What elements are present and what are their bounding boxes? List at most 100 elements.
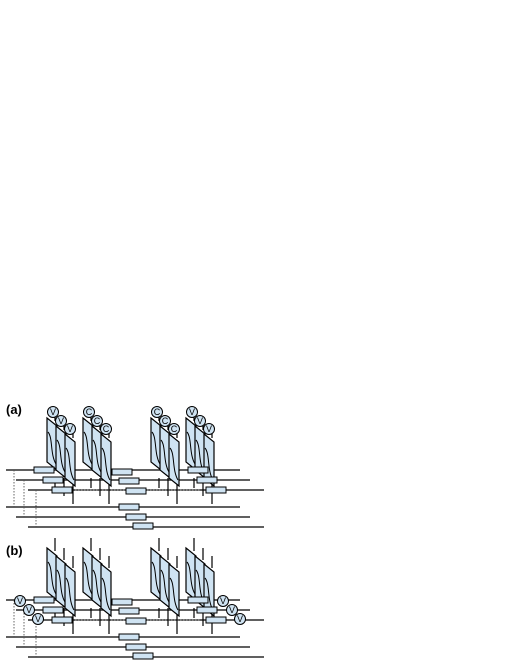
- module-curve: [47, 561, 57, 595]
- circle-outline: [226, 604, 238, 616]
- module-curve: [186, 431, 196, 465]
- coupler-box: [125, 617, 147, 625]
- circle-label: V: [50, 407, 56, 417]
- coupler-box: [118, 607, 140, 615]
- coupler-box: [205, 616, 227, 624]
- circle-label: V: [17, 596, 23, 606]
- coupler-box: [118, 477, 140, 485]
- circle-outline: [159, 415, 171, 427]
- measurement-circle: C: [83, 406, 95, 418]
- circle-outline: [55, 415, 67, 427]
- module-curve: [169, 577, 179, 611]
- module-curve: [101, 447, 111, 481]
- measurement-circle: C: [159, 415, 171, 427]
- circle-outline: [32, 613, 44, 625]
- circle-outline: [23, 604, 35, 616]
- module-curve: [83, 561, 93, 595]
- measurement-circle: V: [203, 423, 215, 435]
- circle-outline: [91, 415, 103, 427]
- circle-outline: [83, 406, 95, 418]
- circle-outline: [203, 423, 215, 435]
- measurement-circle: V: [217, 595, 229, 607]
- module-curve: [101, 577, 111, 611]
- circle-label: V: [237, 614, 243, 624]
- circle-label: V: [26, 605, 32, 615]
- module: [150, 538, 180, 634]
- module: [82, 408, 112, 504]
- coupler-box: [111, 468, 133, 476]
- circle-label: V: [197, 416, 203, 426]
- coupler-box: [33, 596, 55, 604]
- measurement-circle: V: [226, 604, 238, 616]
- circle-label: C: [162, 416, 169, 426]
- coupler-box: [205, 486, 227, 494]
- module-curve: [47, 431, 57, 465]
- measurement-circle: V: [55, 415, 67, 427]
- circle-outline: [100, 423, 112, 435]
- module-curve: [92, 569, 102, 603]
- circle-label: C: [86, 407, 93, 417]
- circle-label: V: [35, 614, 41, 624]
- coupler-box: [51, 616, 73, 624]
- module: [185, 538, 215, 634]
- circle-label: V: [67, 424, 73, 434]
- coupler-box: [33, 466, 55, 474]
- coupler-box: [132, 522, 154, 530]
- circle-label: V: [220, 596, 226, 606]
- module-panel: [168, 432, 180, 488]
- circle-label: V: [58, 416, 64, 426]
- coupler-box: [118, 503, 140, 511]
- circle-outline: [47, 406, 59, 418]
- coupler-box: [118, 633, 140, 641]
- coupler-box: [125, 643, 147, 651]
- module-panel: [168, 562, 180, 618]
- coupler-box: [187, 466, 209, 474]
- coupler-box: [111, 598, 133, 606]
- module-curve: [160, 439, 170, 473]
- measurement-circle: C: [151, 406, 163, 418]
- module-curve: [186, 561, 196, 595]
- module-panel: [100, 562, 112, 618]
- circle-outline: [14, 595, 26, 607]
- coupler-box: [187, 596, 209, 604]
- measurement-circle: C: [168, 423, 180, 435]
- panel-label: (a): [6, 402, 22, 417]
- circle-outline: [194, 415, 206, 427]
- module-curve: [92, 439, 102, 473]
- circle-outline: [168, 423, 180, 435]
- circle-outline: [234, 613, 246, 625]
- measurement-circle: C: [100, 423, 112, 435]
- module-curve: [56, 439, 66, 473]
- coupler-box: [42, 476, 64, 484]
- circle-label: V: [206, 424, 212, 434]
- measurement-circle: V: [32, 613, 44, 625]
- coupler-box: [196, 606, 218, 614]
- measurement-circle: V: [14, 595, 26, 607]
- measurement-circle: V: [194, 415, 206, 427]
- circle-label: C: [94, 416, 101, 426]
- circle-label: C: [171, 424, 178, 434]
- module-curve: [160, 569, 170, 603]
- coupler-box: [51, 486, 73, 494]
- module-curve: [56, 569, 66, 603]
- circle-label: C: [103, 424, 110, 434]
- circle-outline: [186, 406, 198, 418]
- coupler-box: [42, 606, 64, 614]
- circle-outline: [64, 423, 76, 435]
- module-panel: [64, 562, 76, 618]
- module-panel: [100, 432, 112, 488]
- measurement-circle: V: [23, 604, 35, 616]
- coupler-box: [196, 476, 218, 484]
- module-curve: [151, 561, 161, 595]
- module: [82, 538, 112, 634]
- module-curve: [83, 431, 93, 465]
- coupler-box: [125, 513, 147, 521]
- coupler-box: [125, 487, 147, 495]
- measurement-circle: V: [47, 406, 59, 418]
- measurement-circle: V: [186, 406, 198, 418]
- module-curve: [151, 431, 161, 465]
- circle-label: C: [154, 407, 161, 417]
